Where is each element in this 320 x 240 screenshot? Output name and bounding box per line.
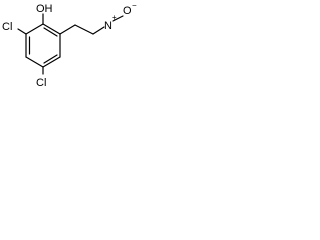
bond-ch2-to-nitrogen xyxy=(92,26,105,35)
oxygen-negative-charge: − xyxy=(132,1,137,10)
oxygen-label: O xyxy=(123,5,132,17)
structure-canvas: OH Cl Cl N + O − xyxy=(0,0,139,92)
hydroxyl-label: OH xyxy=(36,3,53,15)
chemical-structure-diagram: OH Cl Cl N + O − xyxy=(2,1,137,89)
bond-nitrogen-to-oxygen xyxy=(112,15,124,22)
nitrogen-positive-charge: + xyxy=(112,13,117,22)
ring-bond-c4-c5 xyxy=(25,56,44,68)
chlorine-top-label: Cl xyxy=(2,21,12,33)
nitrogen-label: N xyxy=(104,20,112,32)
bond-ch2-to-ch2 xyxy=(74,24,94,35)
ring-bond-c1-c2 xyxy=(42,23,61,35)
benzene-ring xyxy=(25,23,61,68)
ring-bond-c6-c1 xyxy=(25,23,44,35)
ring-double-bond-c1-c2 xyxy=(43,27,58,37)
bond-ring-to-ch2 xyxy=(59,24,76,35)
ring-bond-c3-c4 xyxy=(42,56,61,68)
bond-to-chlorine-top xyxy=(17,28,27,35)
chlorine-bottom-label: Cl xyxy=(36,77,46,89)
ring-double-bond-c3-c4 xyxy=(43,54,58,64)
